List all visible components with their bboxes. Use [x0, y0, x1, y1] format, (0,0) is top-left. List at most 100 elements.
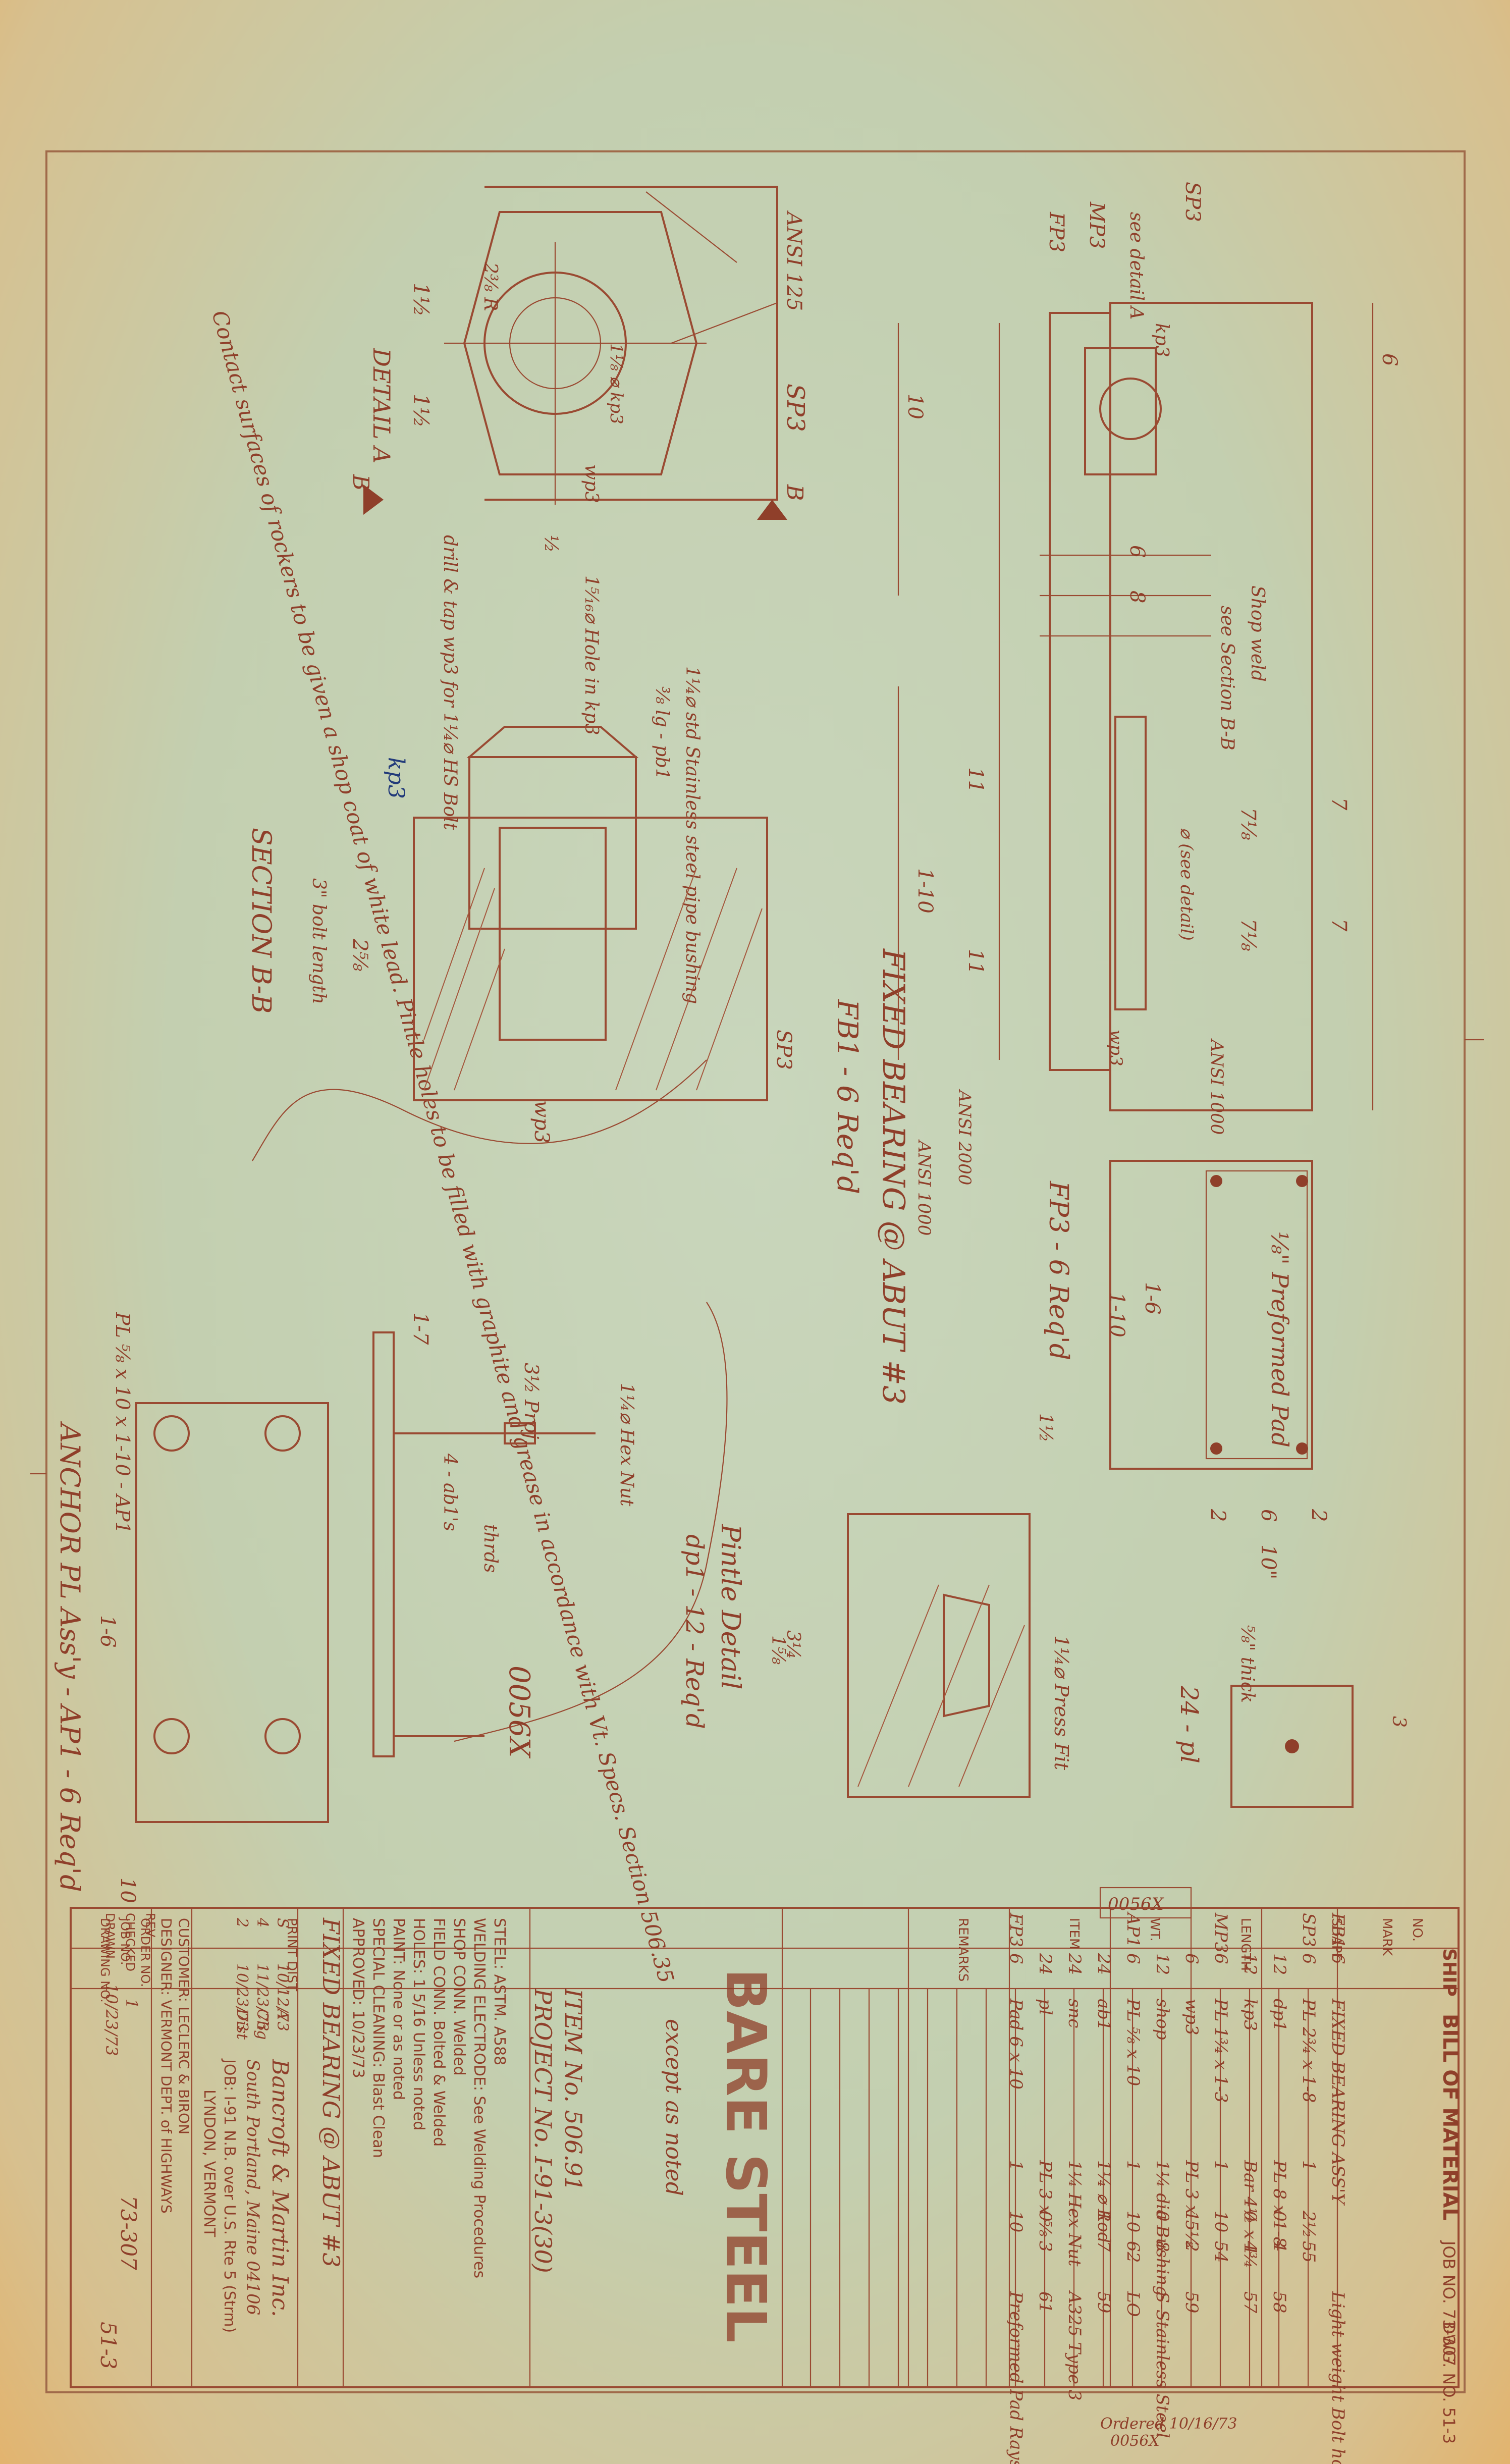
anchor-dim-10: 10: [116, 1878, 139, 1903]
detail-a-hole: 2⅜ R: [480, 262, 501, 311]
bom-cell: 12: [1269, 1953, 1289, 1975]
elev-dim-8: 8: [1125, 591, 1149, 603]
project-no: PROJECT No. I-91-3(30): [529, 1988, 557, 2273]
elev-dim-11-a: 11: [964, 767, 987, 793]
fp3-pad-label: ⅛" Preformed Pad: [1266, 1231, 1293, 1448]
bom-column-0: NO.: [1410, 1918, 1425, 1942]
spec-steel: STEEL: ASTM. A588: [491, 1918, 508, 2065]
elev-dim-1-10: 1-10: [913, 868, 937, 914]
bom-cell: 54: [1211, 2241, 1231, 2263]
revision-cell: A: [274, 2007, 291, 2020]
pintle-detail: [847, 1513, 1031, 1798]
bom-cell: AP1: [1123, 1911, 1143, 1948]
spec-field-conn: FIELD CONN. Bolted & Welded: [430, 1918, 448, 2147]
bom-cell: 55: [1299, 2241, 1319, 2263]
fp3-title: FP3 - 6 Req'd: [1043, 1181, 1073, 1360]
tb-location: LYNDON, VERMONT: [200, 2090, 218, 2237]
detail-a-title: DETAIL A: [368, 348, 395, 463]
bom-cell: 1: [1299, 2160, 1319, 2171]
bom-cell: wp3: [1181, 1999, 1202, 2036]
bom-cell: FIXED BEARING ASS'Y: [1328, 1998, 1348, 2206]
tb-customer: CUSTOMER: LECLERC & BIRON: [176, 1918, 192, 2134]
section-bb-wp3: wp3: [530, 1100, 553, 1143]
bom-cell: 4¾: [1240, 2240, 1260, 2269]
bom-cell: 7: [1094, 2241, 1114, 2252]
tb-order-no: ORDER NO.: [138, 1918, 152, 1987]
detail-a-pipe-note: 1¼⌀ std Stainless steel pipe bushing: [682, 666, 703, 1004]
bom-cell: 62: [1123, 2241, 1143, 2263]
tb-rev: REV.: [143, 1913, 157, 1940]
revision-cell: 4: [253, 1917, 271, 1927]
bom-column-3: LENGTH: [1238, 1918, 1253, 1971]
spec-paint: PAINT: None or as noted: [390, 1918, 407, 2100]
bom-cell: 3: [1035, 2241, 1055, 2252]
bom-cell: A325 Type 3: [1064, 2290, 1085, 2400]
bom-cell: ab1: [1094, 1999, 1114, 2031]
bom-cell: PL ⅝ x 10: [1123, 1998, 1143, 2086]
bom-cell: PL 8 x 1-8: [1269, 2160, 1289, 2247]
bom-job-label: JOB NO. 73-307: [1439, 2240, 1459, 2366]
sheet-border: [45, 150, 1466, 2393]
bom-cell: LO: [1123, 2291, 1143, 2317]
bom-cell: 1¼ Hex Nut: [1064, 2160, 1085, 2267]
bom-cell: 10: [1211, 2211, 1231, 2232]
anchor-rod-note: 1¼⌀ Hex Nut: [616, 1383, 637, 1507]
tb-checked-val: 1: [122, 1999, 141, 2009]
bom-cell: Bar 4½ x 1: [1240, 2160, 1260, 2256]
anchor-title: ANCHOR PL Ass'y - AP1 - 6 Req'd: [54, 1421, 86, 1892]
anchor-thrds: thrds: [480, 1524, 501, 1573]
bom-cell: 6: [1299, 1953, 1319, 1964]
pl24-dim-3: 3: [1388, 1716, 1409, 1728]
pl24-title: 24 - pl: [1175, 1685, 1203, 1763]
bom-cell: 0: [1240, 2211, 1260, 2222]
revision-cell: 10/12/73: [274, 1963, 291, 2031]
bom-heading: BILL OF MATERIAL: [1438, 2014, 1462, 2221]
pintle-sub: dp1 - 12 - Req'd: [680, 1534, 709, 1729]
bom-cell: 10: [1123, 2211, 1143, 2232]
tb-job-line: JOB: I-91 N.B. over U.S. Rte 5 (Strm): [221, 2058, 238, 2333]
bom-cell: Pad 6 x 10: [1006, 1998, 1026, 2090]
tb-print-dist: PRINT DIST.: [284, 1918, 299, 1994]
bom-cell: 59: [1181, 2291, 1202, 2313]
tb-company: Bancroft & Martin Inc.: [267, 2059, 293, 2317]
bom-cell: 24: [1064, 1953, 1085, 1975]
elev-dim-10: 10: [903, 394, 927, 419]
fp3-pad: [1109, 1160, 1313, 1470]
fixed-bearing-title: FIXED BEARING @ ABUT #3: [876, 948, 911, 1405]
elev-dim-7-a: 7: [1327, 797, 1351, 811]
detail-a-dim-2: 1½: [409, 394, 434, 427]
bom-cell: 12: [1152, 1953, 1172, 1975]
elev-dim-6: 6: [1378, 353, 1401, 366]
bom-cell: PL 1¾ x 1-3: [1211, 1998, 1231, 2103]
bom-cell: 1: [1123, 2160, 1143, 2171]
detail-a-drill-note: drill & tap wp3 for 1¼⌀ HS Bolt: [440, 535, 460, 830]
tb-sheet-stamp: 0056X: [1108, 1894, 1165, 1914]
spec-approved: APPROVED: 10/23/73: [349, 1918, 367, 2078]
anchor-assembly: [135, 1059, 728, 1823]
revision-cell: Chg: [253, 2009, 271, 2040]
bom-cell: 1: [1094, 2211, 1114, 2222]
tb-drawing-no: DRAWING NO.: [98, 1918, 112, 2003]
fp3-dim-1-10: 1-10: [1105, 1292, 1128, 1337]
bom-cell: 6: [1211, 1953, 1231, 1964]
pl24-thick: ⅝" thick: [1237, 1625, 1258, 1703]
elev-dim-7-b: 7: [1327, 919, 1351, 932]
anchor-dim-1-6: 1-6: [96, 1615, 119, 1647]
tb-checked: CHECKED: [123, 1913, 137, 1971]
fixed-bearing-sub: FB1 - 6 Req'd: [831, 999, 864, 1194]
section-bb: SECTION B-B kp3 3" bolt length 2⅝ SP3 wp…: [246, 726, 795, 1143]
tb-designer: DESIGNER: VERMONT DEPT. of HIGHWAYS: [158, 1918, 175, 2214]
elev-see-detail: see detail A: [1126, 212, 1147, 319]
bom-cell: 1: [1006, 2160, 1026, 2171]
elev-wp3: wp3: [1106, 1030, 1126, 1066]
bom-cell: 61: [1035, 2291, 1055, 2313]
drawing-stamp: 0056X: [503, 1666, 535, 1759]
tb-company-loc: South Portland, Maine 04106: [243, 2059, 263, 2315]
revision-cell: 11/23/73: [253, 1963, 271, 2031]
bom-cell: pl: [1035, 1999, 1055, 2015]
bare-steel: BARE STEEL: [714, 1968, 778, 2343]
